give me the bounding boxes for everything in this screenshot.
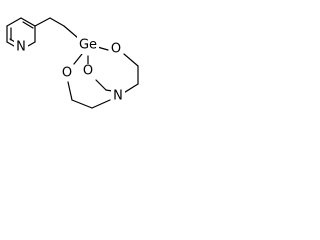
bond-ring-2-inner [22,21,34,29]
bond-ring-2 [20,17,36,27]
bond-left-3 [91,99,111,109]
atom-oxygen-right: O [111,42,121,57]
bond-left-2 [71,99,93,109]
bond-ge-o-left [73,53,83,65]
germatrane-structure: N Ge O O O N [6,17,139,109]
bond-linker-2 [49,17,65,27]
bond-linker-3 [63,25,79,39]
atom-labels: N Ge O O O N [14,36,125,104]
atom-pyridine-n: N [16,40,26,55]
atom-oxygen-middle: O [83,64,93,79]
bond-ring-5 [6,41,15,47]
bond-right-1 [123,53,139,67]
bond-linker-1 [34,17,51,27]
atom-germanium: Ge [79,38,97,53]
bond-ring-1 [6,17,22,27]
bond-ring-4 [27,41,36,47]
atom-bridgehead-n: N [113,89,123,104]
ethyl-linker [34,17,79,39]
bond-middle-1 [95,79,107,91]
atom-oxygen-left: O [62,66,72,81]
germatrane-cage [67,45,139,109]
pyridine-ring [6,17,36,47]
bond-left-1 [67,81,73,101]
